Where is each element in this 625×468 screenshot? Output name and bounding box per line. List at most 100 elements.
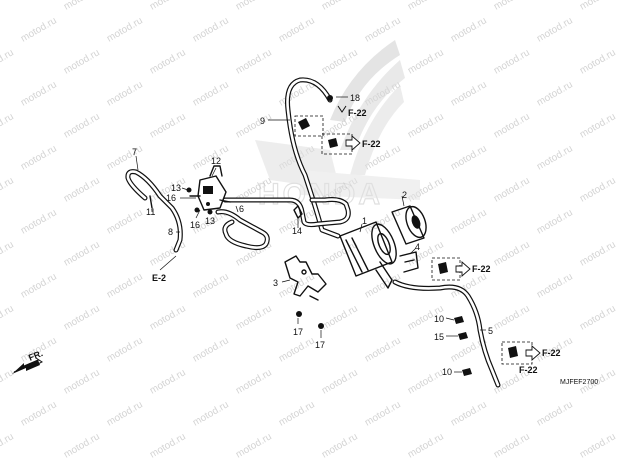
watermark-text-21: motod.ru (492, 47, 532, 76)
watermark-text-22: motod.ru (578, 47, 618, 76)
label-part-6: 6 (239, 204, 244, 214)
tube-valve-link (222, 197, 351, 228)
label-part-8: 8 (168, 227, 173, 237)
watermark-text-2: motod.ru (148, 0, 188, 13)
watermark-text-99: motod.ru (105, 399, 145, 428)
watermark-text-16: motod.ru (62, 47, 102, 76)
watermark-text-102: motod.ru (363, 399, 403, 428)
watermark-text-20: motod.ru (406, 47, 446, 76)
label-part-17-a: 17 (293, 327, 303, 337)
watermark-text-37: motod.ru (578, 111, 618, 140)
watermark-text-85: motod.ru (191, 335, 231, 364)
watermark-text-32: motod.ru (148, 111, 188, 140)
watermark-text-25: motod.ru (191, 79, 231, 108)
watermark-text-77: motod.ru (148, 303, 188, 332)
ref-f22-middle: F-22 (472, 264, 491, 274)
watermark-text-12: motod.ru (363, 15, 403, 44)
watermark-text-87: motod.ru (363, 335, 403, 364)
watermark-text-81: motod.ru (492, 303, 532, 332)
label-part-16-b: 16 (190, 220, 200, 230)
watermark-text-79: motod.ru (320, 303, 360, 332)
watermark-text-105: motod.ru (0, 431, 16, 460)
watermark-text-74: motod.ru (535, 271, 575, 300)
watermark-text-107: motod.ru (148, 431, 188, 460)
front-direction-arrow (12, 357, 43, 374)
part-2 (391, 205, 427, 245)
watermark-text-31: motod.ru (62, 111, 102, 140)
watermark-text-75: motod.ru (0, 303, 16, 332)
watermark-text-17: motod.ru (148, 47, 188, 76)
watermark-text-24: motod.ru (105, 79, 145, 108)
callout-f22-a (294, 115, 324, 137)
watermark-text-68: motod.ru (19, 271, 59, 300)
label-part-7: 7 (132, 147, 137, 157)
watermark-text-98: motod.ru (19, 399, 59, 428)
watermark-text-6: motod.ru (492, 0, 532, 13)
watermark-text-23: motod.ru (19, 79, 59, 108)
label-part-4: 4 (415, 242, 420, 252)
watermark-text-106: motod.ru (62, 431, 102, 460)
watermark-text-45: motod.ru (0, 175, 16, 204)
part-labels: 1 2 3 4 5 6 7 8 9 10 10 11 12 13 13 14 1… (27, 93, 598, 386)
watermark-text-28: motod.ru (449, 79, 489, 108)
watermark-text-30: motod.ru (0, 111, 16, 140)
svg-text:HONDA: HONDA (258, 178, 383, 211)
tube-9 (285, 77, 341, 239)
watermark-text-13: motod.ru (449, 15, 489, 44)
tube-6 (215, 209, 270, 251)
watermark-text-59: motod.ru (535, 207, 575, 236)
watermark-text-4: motod.ru (320, 0, 360, 13)
watermark-text-69: motod.ru (105, 271, 145, 300)
watermark-text-7: motod.ru (578, 0, 618, 13)
watermark-text-92: motod.ru (148, 367, 188, 396)
watermark-text-10: motod.ru (191, 15, 231, 44)
label-part-16-a: 16 (166, 193, 176, 203)
watermark-text-70: motod.ru (191, 271, 231, 300)
canister-1 (339, 221, 397, 289)
label-part-9: 9 (260, 116, 265, 126)
watermark-text-66: motod.ru (492, 239, 532, 268)
label-part-17-b: 17 (315, 340, 325, 350)
label-part-10-a: 10 (434, 314, 444, 324)
watermark-text-100: motod.ru (191, 399, 231, 428)
label-part-2: 2 (402, 190, 407, 200)
callout-f22-c (431, 257, 471, 281)
label-part-15: 15 (434, 332, 444, 342)
watermark-text-5: motod.ru (406, 0, 446, 13)
watermark-text-101: motod.ru (277, 399, 317, 428)
watermark-text-78: motod.ru (234, 303, 274, 332)
label-part-3: 3 (273, 278, 278, 288)
watermark-text-1: motod.ru (62, 0, 102, 13)
watermark-text-43: motod.ru (449, 143, 489, 172)
arrow-f22-top (337, 105, 347, 113)
watermark-text-76: motod.ru (62, 303, 102, 332)
ref-f22-top: F-22 (348, 108, 367, 118)
watermark-text-108: motod.ru (234, 431, 274, 460)
watermark-text-72: motod.ru (363, 271, 403, 300)
watermark-text-103: motod.ru (449, 399, 489, 428)
watermark-text-95: motod.ru (406, 367, 446, 396)
callout-f22-b (321, 133, 361, 155)
leader-lines (135, 96, 486, 373)
watermark-text-62: motod.ru (148, 239, 188, 268)
watermark-text-15: motod.ru (0, 47, 16, 76)
label-part-10-b: 10 (442, 367, 452, 377)
watermark-text-36: motod.ru (492, 111, 532, 140)
watermark-text-51: motod.ru (492, 175, 532, 204)
watermark-text-14: motod.ru (535, 15, 575, 44)
watermark-text-3: motod.ru (234, 0, 274, 13)
ref-f22-upper: F-22 (362, 139, 381, 149)
watermark-text-35: motod.ru (406, 111, 446, 140)
label-part-13-a: 13 (171, 183, 181, 193)
watermark-text-67: motod.ru (578, 239, 618, 268)
watermark-text-111: motod.ru (492, 431, 532, 460)
watermark-text-93: motod.ru (234, 367, 274, 396)
watermark-text-29: motod.ru (535, 79, 575, 108)
bracket-3 (284, 255, 327, 301)
watermark-text-39: motod.ru (105, 143, 145, 172)
watermark-text-18: motod.ru (234, 47, 274, 76)
watermark-text-104: motod.ru (535, 399, 575, 428)
label-part-18: 18 (350, 93, 360, 103)
